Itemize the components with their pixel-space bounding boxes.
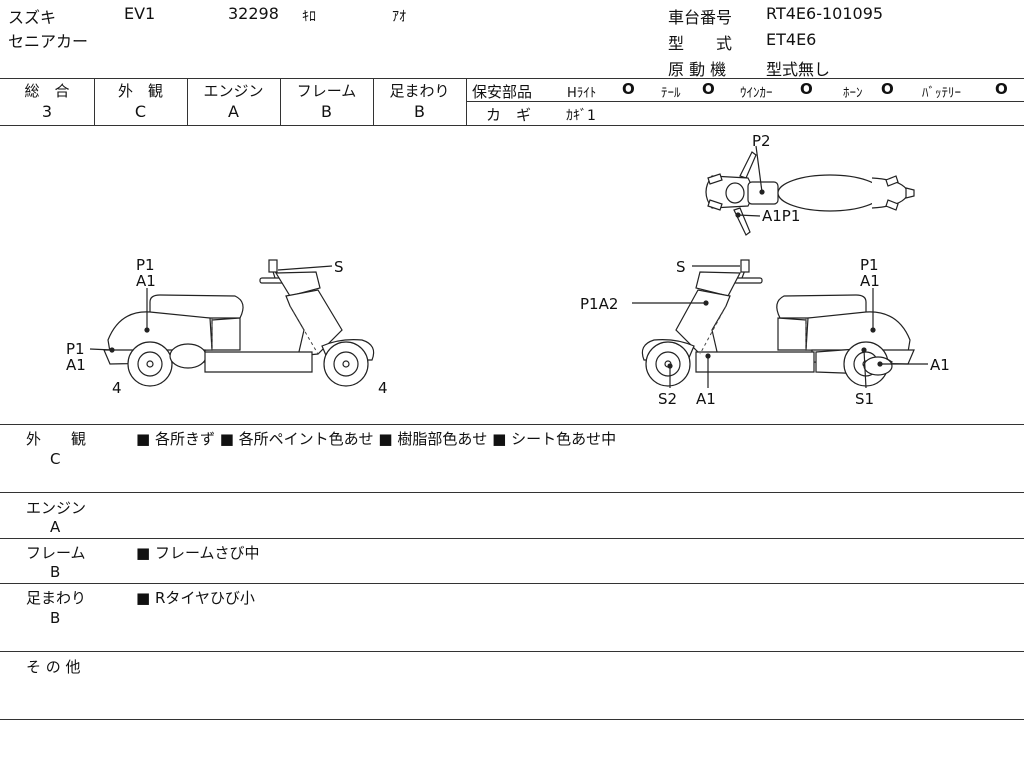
label-a1: A1 [66,356,86,374]
label-s2: S2 [658,390,677,408]
label-s: S [676,258,686,276]
safety-item-headlight: Hﾗｲﾄ [567,86,597,101]
engine-label: 原 動 機 [668,60,727,79]
scooter-diagram: P2 A1P1 P1 A1 P1 A1 4 4 S S P1A2 P1 A1 A… [66,132,950,408]
frame-no: RT4E6-101095 [766,4,884,23]
overall-grade: 3 [41,102,53,121]
safety-item-horn: ﾎｰﾝ [843,86,863,101]
divider [466,101,1024,102]
scooter-top-view [705,151,915,236]
safety-mark: O [800,80,813,98]
mileage-unit: ｷﾛ [302,9,316,25]
engine-label: エンジン [203,82,264,100]
key-label: カ ギ [486,106,532,124]
divider [0,125,1024,126]
maker: スズキ [8,8,57,27]
type-label: 型 式 [668,34,733,53]
frame-no-label: 車台番号 [668,8,733,27]
model-code: EV1 [124,4,156,23]
label-s1: S1 [855,390,874,408]
label-tire-rear: 4 [378,379,388,397]
label-a1p1: A1P1 [762,207,800,225]
model-name: セニアカー [8,32,89,51]
label-a1: A1 [860,272,880,290]
label-p1: P1 [66,340,85,358]
divider [0,424,1024,425]
remark-title: フレーム [26,544,86,562]
divider [280,78,281,125]
engine-grade: A [228,102,239,121]
suspension-label: 足まわり [389,82,450,100]
safety-label: 保安部品 [472,83,533,101]
safety-item-tail: ﾃｰﾙ [661,86,681,101]
remark-grade: B [50,563,61,581]
safety-mark: O [995,80,1008,98]
scooter-right-view [641,259,915,387]
remark-text: ■ Rタイヤひび小 [136,589,255,607]
mileage: 32298 [228,4,279,23]
remark-text: ■ 各所きず ■ 各所ペイント色あせ ■ 樹脂部色あせ ■ シート色あせ中 [136,430,617,448]
exterior-grade: C [134,102,147,121]
label-p1: P1 [136,256,155,274]
divider [187,78,188,125]
remark-title: そ の 他 [26,658,81,676]
engine-value: 型式無し [766,60,831,79]
remark-grade: C [50,450,61,468]
suspension-grade: B [414,102,425,121]
label-p1a2: P1A2 [580,295,618,313]
key-value: ｶｷﾞ1 [566,108,596,124]
divider [0,78,1024,79]
divider [0,719,1024,720]
remark-title: エンジン [26,499,87,517]
remark-title: 外 観 [26,430,87,448]
scooter-left-view [103,259,375,387]
label-p2: P2 [752,132,771,150]
frame-label: フレーム [296,82,357,100]
label-a1: A1 [930,356,950,374]
color: ｱｵ [392,9,406,25]
overall-label: 総 合 [24,82,70,100]
remark-grade: A [50,518,61,536]
remark-grade: B [50,609,61,627]
divider [466,78,467,125]
frame-grade: B [321,102,332,121]
type-value: ET4E6 [766,30,817,49]
label-tire-front: 4 [112,379,122,397]
divider [94,78,95,125]
divider [0,538,1024,539]
label-s: S [334,258,344,276]
remark-title: 足まわり [26,589,87,607]
safety-item-winker: ｳｲﾝｶｰ [740,86,773,101]
label-a1: A1 [696,390,716,408]
safety-mark: O [881,80,894,98]
divider [0,651,1024,652]
divider [373,78,374,125]
label-a1: A1 [136,272,156,290]
divider [0,492,1024,493]
safety-mark: O [702,80,715,98]
safety-mark: O [622,80,635,98]
remark-text: ■ フレームさび中 [136,544,260,562]
divider [0,583,1024,584]
label-p1: P1 [860,256,879,274]
safety-item-battery: ﾊﾞｯﾃﾘｰ [922,86,961,101]
exterior-label: 外 観 [117,82,163,100]
